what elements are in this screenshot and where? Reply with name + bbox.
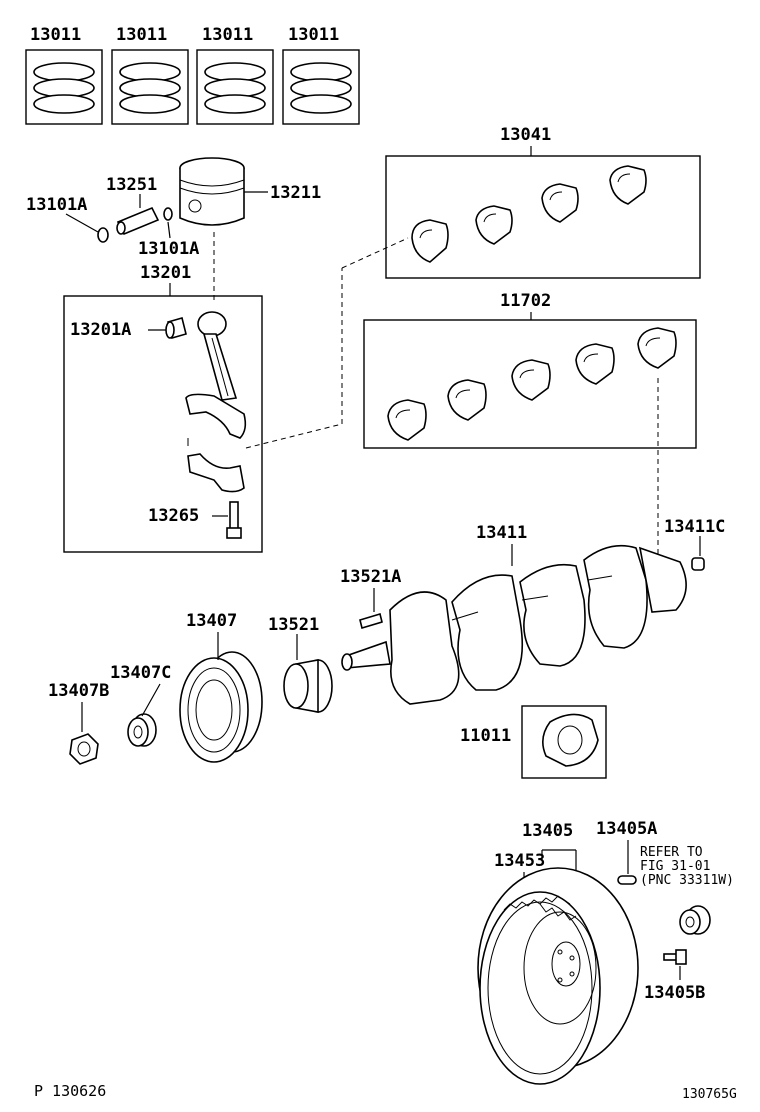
label-nut[interactable]: 13407B bbox=[48, 681, 109, 701]
note-line-1: REFER TO bbox=[640, 845, 703, 860]
conrod-bushing[interactable] bbox=[165, 317, 187, 339]
thrust-washer-box bbox=[521, 705, 607, 779]
label-conrod[interactable]: 13201 bbox=[140, 263, 191, 283]
bearing-box-upper bbox=[385, 155, 701, 279]
label-ring-4[interactable]: 13011 bbox=[288, 25, 339, 45]
label-crank-pin-c[interactable]: 13411C bbox=[664, 517, 725, 537]
crankshaft-timing-gear[interactable] bbox=[283, 659, 333, 713]
flywheel-pin[interactable] bbox=[617, 875, 637, 885]
label-bushing[interactable]: 13201A bbox=[70, 320, 131, 340]
pulley-washer[interactable] bbox=[127, 713, 157, 747]
snap-ring-left[interactable] bbox=[97, 227, 109, 243]
piston[interactable] bbox=[179, 157, 245, 226]
label-key[interactable]: 13521A bbox=[340, 567, 401, 587]
piston-ring-set-1[interactable] bbox=[25, 49, 103, 125]
label-conrod-bolt[interactable]: 13265 bbox=[148, 506, 199, 526]
conrod-bolt[interactable] bbox=[226, 501, 242, 539]
label-bearing-upper[interactable]: 13041 bbox=[500, 125, 551, 145]
label-flywheel[interactable]: 13405 bbox=[522, 821, 573, 841]
piston-pin[interactable] bbox=[116, 206, 160, 236]
label-flywheel-bolt[interactable]: 13405B bbox=[644, 983, 705, 1003]
oil-seal[interactable] bbox=[679, 905, 711, 935]
label-crankshaft[interactable]: 13411 bbox=[476, 523, 527, 543]
crankshaft-pulley[interactable] bbox=[179, 651, 263, 763]
snap-ring-right[interactable] bbox=[163, 207, 173, 221]
label-bearing-main[interactable]: 11702 bbox=[500, 291, 551, 311]
main-bearing-set[interactable] bbox=[387, 327, 677, 441]
flywheel-bolt[interactable] bbox=[663, 949, 687, 965]
footer-figure-code: 130765G bbox=[682, 1087, 737, 1102]
label-ring-gear[interactable]: 13453 bbox=[494, 851, 545, 871]
label-thrust-washer[interactable]: 11011 bbox=[460, 726, 511, 746]
piston-ring-set-2[interactable] bbox=[111, 49, 189, 125]
crank-key[interactable] bbox=[359, 612, 383, 630]
label-flywheel-pin[interactable]: 13405A bbox=[596, 819, 657, 839]
piston-ring-set-4[interactable] bbox=[282, 49, 360, 125]
bearing-box-main bbox=[363, 319, 697, 449]
label-snap-ring-left[interactable]: 13101A bbox=[26, 195, 87, 215]
label-washer[interactable]: 13407C bbox=[110, 663, 171, 683]
connecting-rod[interactable] bbox=[185, 311, 247, 439]
label-ring-3[interactable]: 13011 bbox=[202, 25, 253, 45]
label-ring-2[interactable]: 13011 bbox=[116, 25, 167, 45]
conrod-cap[interactable] bbox=[187, 453, 245, 493]
conrod-box bbox=[63, 295, 263, 553]
crankshaft[interactable] bbox=[341, 544, 687, 705]
conrod-bearing-set[interactable] bbox=[411, 165, 647, 263]
footer-page-ref: P 130626 bbox=[34, 1082, 106, 1100]
pulley-nut[interactable] bbox=[69, 733, 99, 765]
thrust-washer[interactable] bbox=[542, 713, 599, 767]
label-pulley[interactable]: 13407 bbox=[186, 611, 237, 631]
flywheel[interactable] bbox=[477, 867, 639, 1085]
note-line-3: (PNC 33311W) bbox=[640, 873, 734, 888]
piston-ring-set-3[interactable] bbox=[196, 49, 274, 125]
crank-pilot-bushing[interactable] bbox=[691, 557, 705, 571]
label-ring-1[interactable]: 13011 bbox=[30, 25, 81, 45]
label-pin[interactable]: 13251 bbox=[106, 175, 157, 195]
label-timing-gear[interactable]: 13521 bbox=[268, 615, 319, 635]
label-snap-ring-right[interactable]: 13101A bbox=[138, 239, 199, 259]
note-line-2: FIG 31-01 bbox=[640, 859, 710, 874]
ring-gear[interactable] bbox=[503, 895, 577, 921]
label-piston[interactable]: 13211 bbox=[270, 183, 321, 203]
